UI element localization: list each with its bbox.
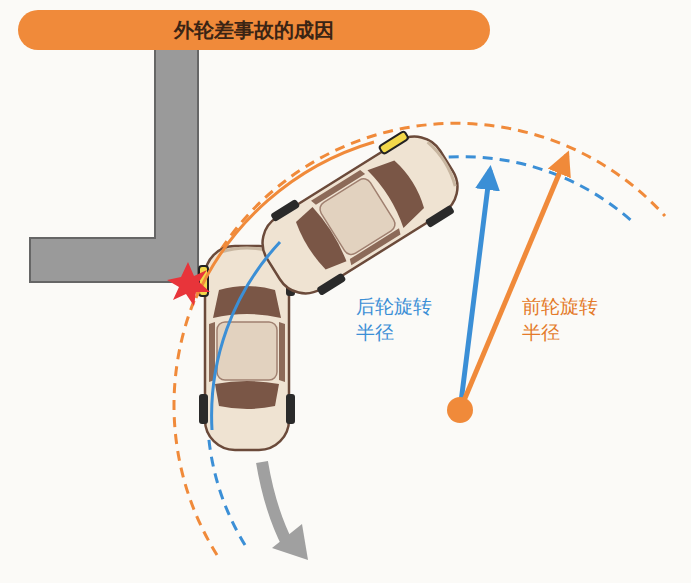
rear-wheel-track xyxy=(212,242,280,430)
radius-label: 前轮旋转 半径 xyxy=(518,292,613,347)
front-wheel-track xyxy=(196,142,374,298)
front-radius-arrow xyxy=(460,155,567,410)
title-banner: 外轮差事故的成因 xyxy=(18,10,490,50)
travel-arrow-head xyxy=(272,524,308,560)
wall xyxy=(30,45,198,282)
collision-star xyxy=(167,262,210,306)
radius-label: 后轮旋转 半径 xyxy=(352,292,447,347)
travel-arrow xyxy=(262,462,288,545)
car-after xyxy=(248,120,472,310)
pivot-point xyxy=(447,397,473,423)
